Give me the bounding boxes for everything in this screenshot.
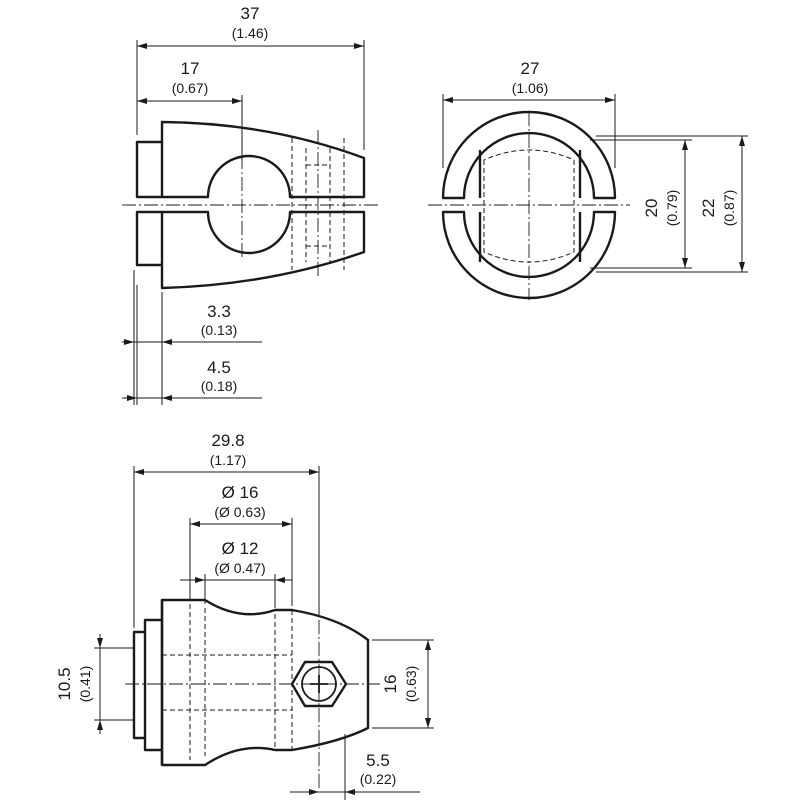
dim-label-inch: (0.18) [201,378,238,394]
dim-side-step-large: 4.5 (0.18) [122,285,262,405]
dim-side-length-total: 37 (1.46) [136,4,365,150]
dim-label-value: 16 [381,675,400,694]
dim-front-width: 27 (1.06) [442,59,616,168]
top-view [125,598,380,790]
dim-top-bore-outer: Ø 16 (Ø 0.63) [189,483,293,606]
top-view-stepped-end [132,600,164,765]
top-view-hidden-bore [162,604,293,760]
dim-label-inch: (1.46) [232,25,269,41]
dim-label-value: 3.3 [207,302,231,321]
front-view-hidden-bore [483,149,575,263]
dim-top-left-height: 10.5 (0.41) [55,634,134,734]
side-view [122,120,380,290]
dim-top-screw-offset: 5.5 (0.22) [290,734,420,800]
dim-label-value: 4.5 [207,358,231,377]
dim-label-value: 17 [181,59,200,78]
front-view-upper-ring [441,110,617,200]
dim-label-value: 5.5 [366,751,390,770]
dim-label-inch: (0.41) [77,666,93,703]
dim-label-inch: (1.06) [512,80,549,96]
dim-label-value: 37 [241,4,260,23]
top-view-body [160,598,370,767]
dim-front-outer-height: 22 (0.87) [596,135,748,273]
dim-label-inch: (0.63) [403,666,419,703]
dim-label-value: Ø 12 [222,539,259,558]
dim-side-step-small: 3.3 (0.13) [122,270,262,405]
side-view-lower-body [135,210,366,290]
dim-label-value: 27 [521,59,540,78]
dim-label-inch: (0.67) [172,80,209,96]
dim-label-inch: (1.17) [210,452,247,468]
dim-label-value: 22 [699,199,718,218]
dim-label-inch: (Ø 0.63) [214,504,265,520]
side-view-upper-body [135,120,366,199]
dim-label-inch: (0.13) [201,322,238,338]
dim-top-length-total: 29.8 (1.17) [133,431,320,628]
dim-label-inch: (Ø 0.47) [214,560,265,576]
dim-label-inch: (0.87) [721,190,737,227]
front-view-lower-ring [441,210,617,300]
dim-top-bore-inner: Ø 12 (Ø 0.47) [180,539,292,608]
dim-label-value: 10.5 [55,667,74,700]
dim-label-value: 20 [642,199,661,218]
front-view [428,110,630,300]
dim-front-inner-height: 20 (0.79) [590,139,692,269]
dim-label-inch: (0.79) [664,190,680,227]
dim-label-inch: (0.22) [360,771,397,787]
dim-label-value: 29.8 [211,431,244,450]
dim-label-value: Ø 16 [222,483,259,502]
dim-top-right-height: 16 (0.63) [372,639,434,729]
dim-side-hole-center: 17 (0.67) [137,59,243,160]
